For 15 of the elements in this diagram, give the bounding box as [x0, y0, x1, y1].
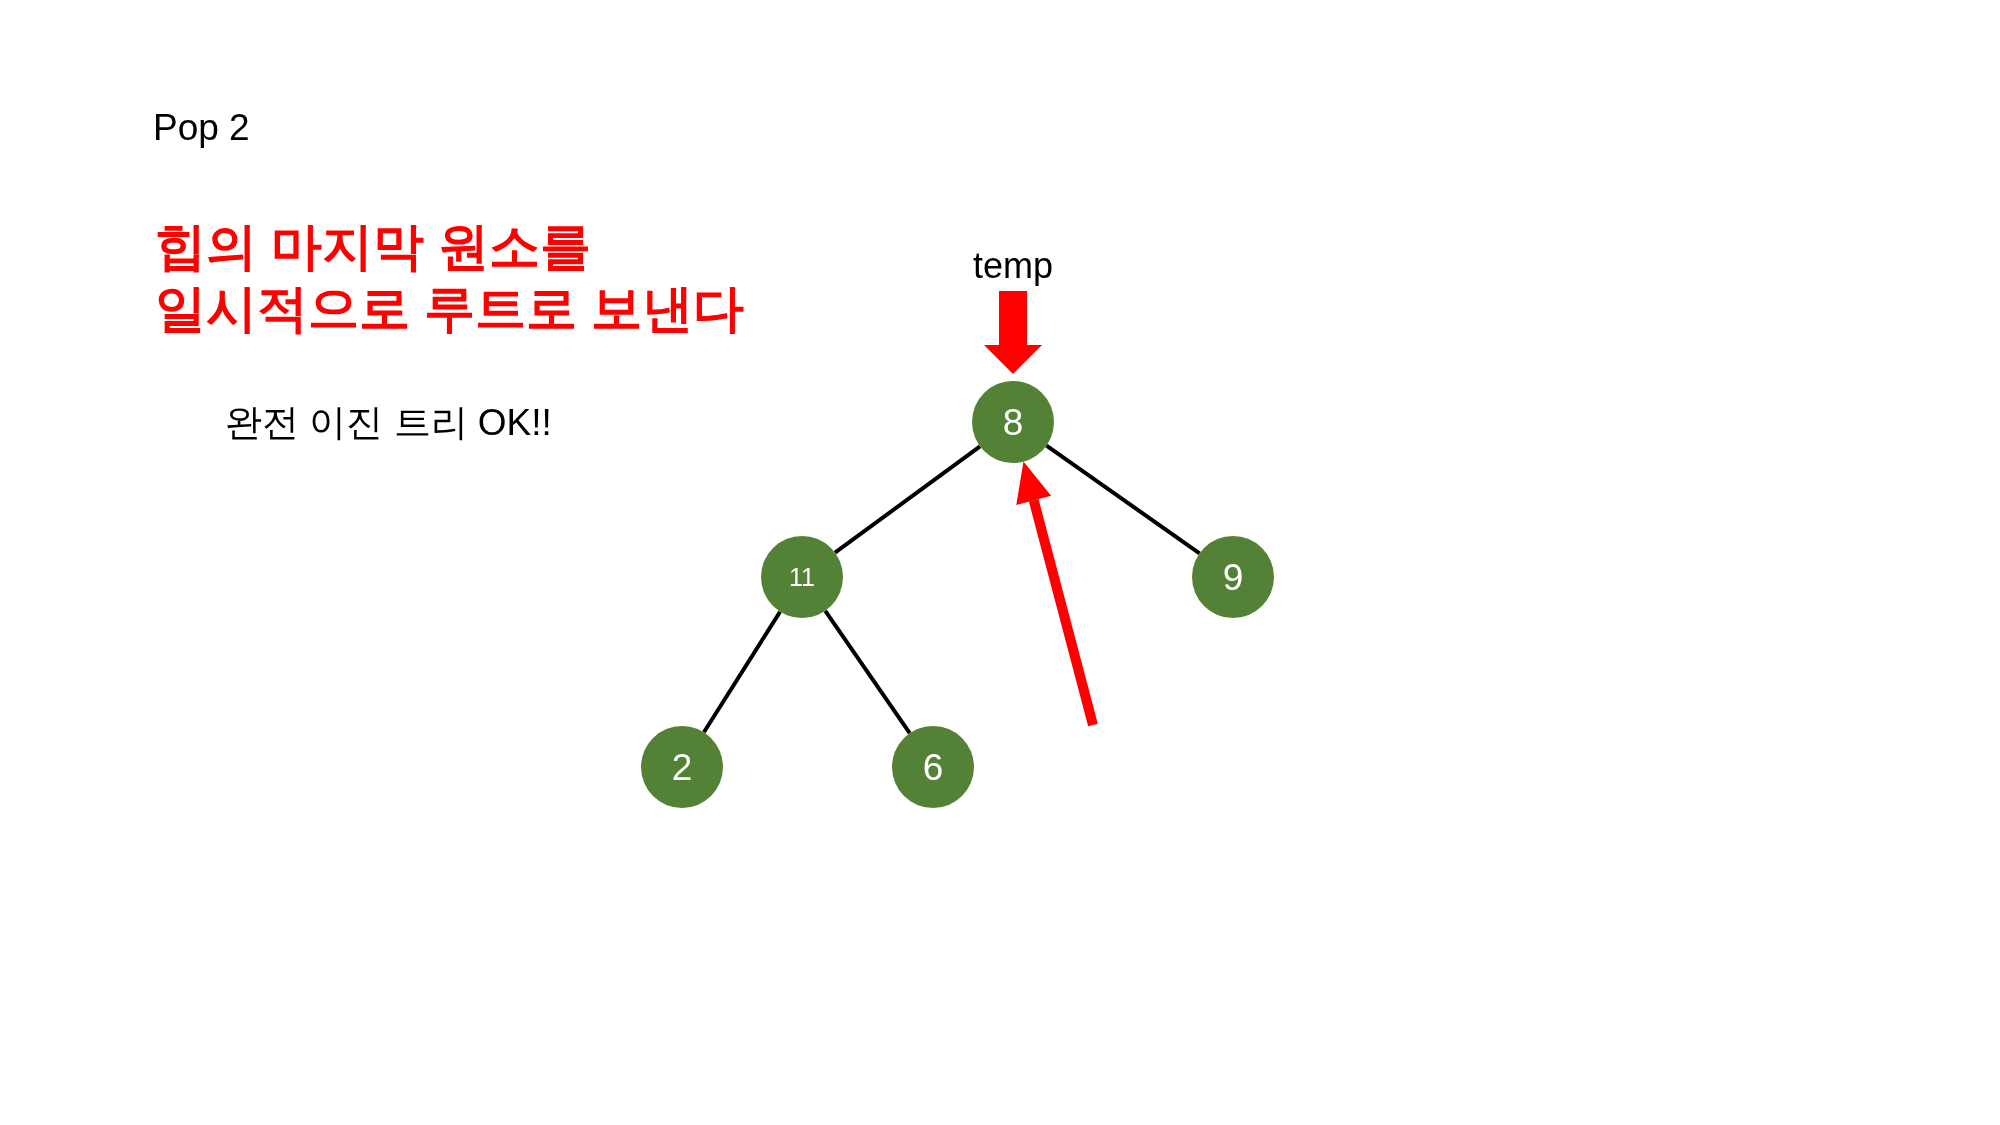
tree-node: 2 — [641, 726, 723, 808]
connector-line — [823, 609, 912, 735]
arrow — [984, 291, 1042, 374]
note-text: 완전 이진 트리 OK!! — [225, 401, 552, 445]
connector-line — [702, 610, 782, 734]
highlight-note: 힙의 마지막 원소를 일시적으로 루트로 보낸다 — [155, 217, 746, 339]
connector-line — [833, 444, 982, 555]
arrow — [1016, 461, 1098, 727]
tree-node: 8 — [972, 381, 1054, 463]
tree-node: 6 — [892, 726, 974, 808]
connector-line — [1045, 443, 1201, 556]
tree-node: 9 — [1192, 536, 1274, 618]
pointer-label: temp — [963, 241, 1063, 291]
tree-node: 11 — [761, 536, 843, 618]
slide-title: Pop 2 — [153, 106, 250, 150]
